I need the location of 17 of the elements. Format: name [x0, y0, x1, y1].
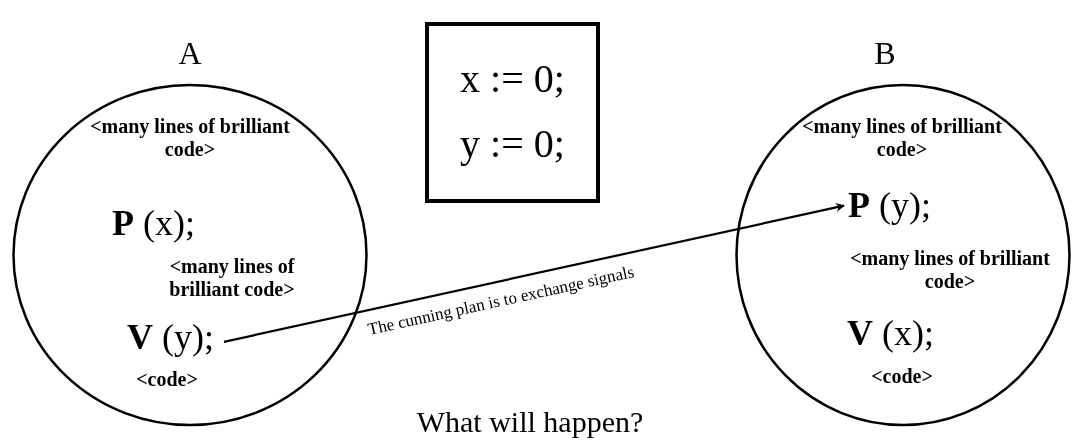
statement-text: V (x);: [847, 313, 934, 355]
code-placeholder-text: <many lines of brilliant code>: [89, 115, 291, 161]
code-placeholder-text: <many lines of brilliant code>: [801, 115, 1003, 161]
code-placeholder-text: <many lines of brilliant code>: [849, 247, 1051, 293]
assignment-text: y := 0;: [459, 121, 566, 167]
arrow: [223, 203, 845, 343]
code-placeholder-text: <many lines of brilliant code>: [168, 255, 296, 301]
code-placeholder-text: <code>: [135, 368, 199, 391]
question-text: What will happen?: [415, 405, 645, 439]
circle-heading: B: [873, 35, 897, 72]
assignment-text: x := 0;: [459, 56, 566, 102]
code-placeholder-text: <code>: [870, 365, 934, 388]
variable-box: [425, 22, 600, 203]
statement-text: V (y);: [127, 317, 214, 359]
statement-text: P (x);: [112, 203, 195, 245]
statement-text: P (y);: [848, 185, 931, 227]
circle-heading: A: [177, 35, 203, 72]
